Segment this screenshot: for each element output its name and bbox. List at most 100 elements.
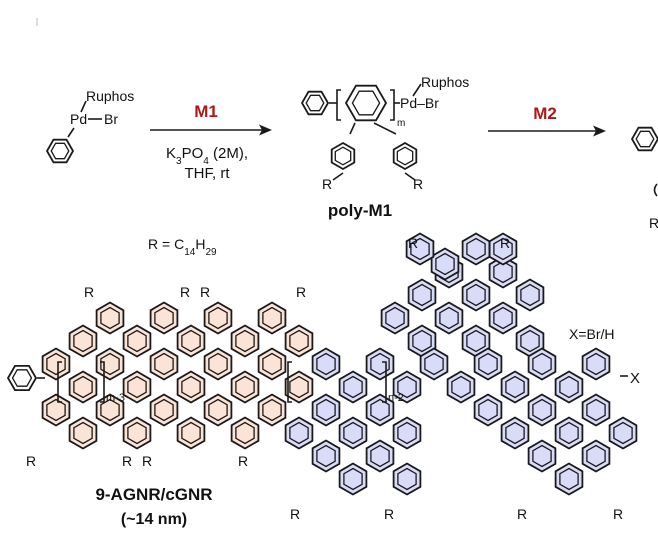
ribbon-hexagon: [230, 324, 260, 358]
ribbon-hexagon: [581, 393, 611, 427]
aromatic-inner-ring: [370, 352, 390, 376]
aromatic-inner-ring: [100, 306, 120, 330]
pd-ligand-bond: [80, 100, 87, 113]
aromatic-inner-ring: [262, 398, 282, 422]
aromatic-inner-ring: [385, 306, 405, 330]
aromatic-inner-ring: [370, 398, 390, 422]
ribbon-hexagon: [203, 301, 233, 335]
aromatic-inner-ring: [424, 352, 444, 376]
phenyl-ring: [630, 126, 658, 152]
ribbon-hexagon: [41, 393, 71, 427]
repeat-subscript-m: m: [397, 118, 405, 129]
reagent-m1: M1: [194, 102, 218, 121]
agnr-bracket-right: [100, 361, 105, 403]
aromatic-inner-ring: [559, 421, 579, 445]
ribbon-hexagon: [122, 370, 152, 404]
ribbon-hexagon: [446, 370, 476, 404]
r-group-label: R: [500, 235, 510, 251]
ribbon-hexagon: [392, 462, 422, 496]
ribbon-hexagon: [515, 278, 545, 312]
ribbon-hexagon: [488, 232, 518, 266]
cropped-next-structure: R: [630, 126, 658, 231]
repeat-bracket-left: [336, 89, 341, 121]
aromatic-inner-ring: [435, 252, 455, 276]
aromatic-inner-ring: [478, 398, 498, 422]
r-group-label: R: [517, 506, 527, 522]
aromatic-inner-ring: [466, 283, 486, 307]
conditions-line-1: K3PO4 (2M),: [166, 145, 248, 167]
ribbon-hexagon: [473, 393, 503, 427]
aryl-ring-left: [330, 141, 356, 171]
ribbon-hexagon: [338, 462, 368, 496]
ribbon-hexagon: [581, 439, 611, 473]
ribbon-hexagon: [554, 416, 584, 450]
starting-pd-complex: Ruphos Pd Br: [45, 88, 134, 164]
phenyl-ring: [630, 126, 658, 152]
aromatic-inner-ring: [466, 329, 486, 353]
aromatic-inner-ring: [397, 375, 417, 399]
pd-br-label: Pd–Br: [400, 95, 439, 111]
r-group-label: R: [413, 176, 423, 192]
ribbon-hexagon: [176, 416, 206, 450]
repeat-bracket-right: [390, 89, 395, 121]
aromatic-inner-ring: [397, 421, 417, 445]
aromatic-inner-ring: [46, 352, 66, 376]
aromatic-inner-ring: [316, 398, 336, 422]
aromatic-inner-ring: [493, 260, 513, 284]
ribbon-hexagon: [554, 370, 584, 404]
pd-label: Pd: [70, 111, 87, 127]
ribbon-hexagon: [284, 370, 314, 404]
reagent-m2: M2: [533, 104, 557, 123]
r-group-label: R: [122, 453, 132, 469]
aromatic-inner-ring: [11, 369, 33, 387]
terminal-phenyl-ring: [6, 364, 38, 392]
aromatic-inner-ring: [505, 375, 525, 399]
aromatic-inner-ring: [343, 375, 363, 399]
ribbon-hexagon: [527, 347, 557, 381]
r-group-label: R: [180, 284, 190, 300]
repeat-unit-ring: [344, 84, 388, 122]
ribbon-hexagon: [257, 301, 287, 335]
phenyl-ring: [300, 90, 330, 116]
aromatic-inner-ring: [520, 329, 540, 353]
aromatic-inner-ring: [208, 306, 228, 330]
ribbon-hexagon: [407, 278, 437, 312]
agnr-subscript: m-3: [106, 392, 125, 404]
ribbon-hexagon: [338, 370, 368, 404]
aromatic-inner-ring: [586, 398, 606, 422]
ribbon-hexagon: [203, 393, 233, 427]
ribbon-hexagon: [122, 324, 152, 358]
aromatic-inner-ring: [46, 398, 66, 422]
ribbon-hexagon: [473, 347, 503, 381]
aromatic-inner-ring: [412, 283, 432, 307]
reaction-arrow-2: [488, 125, 606, 137]
ribbon-hexagon: [608, 416, 638, 450]
ribbon-hexagon: [68, 370, 98, 404]
ribbon-hexagon: [419, 347, 449, 381]
ribbon-hexagon: [405, 232, 435, 266]
cgnr-bracket-right: [382, 361, 387, 403]
aromatic-inner-ring: [208, 352, 228, 376]
phenyl-ring: [45, 138, 75, 164]
aromatic-inner-ring: [262, 306, 282, 330]
ribbon-hexagon: [68, 416, 98, 450]
aromatic-inner-ring: [235, 421, 255, 445]
ribbon-hexagon: [257, 347, 287, 381]
aromatic-inner-ring: [127, 329, 147, 353]
ribbon-hexagon: [434, 301, 464, 335]
aromatic-inner-ring: [559, 375, 579, 399]
ribbon-hexagon: [149, 347, 179, 381]
aromatic-inner-ring: [520, 283, 540, 307]
aromatic-inner-ring: [181, 421, 201, 445]
reaction-arrow-1: [150, 124, 272, 136]
ribbon-hexagon: [284, 416, 314, 450]
aromatic-inner-ring: [334, 146, 352, 166]
product-length: (~14 nm): [121, 511, 187, 528]
aromatic-inner-ring: [154, 306, 174, 330]
ribbon-hexagon: [230, 370, 260, 404]
aromatic-inner-ring: [73, 421, 93, 445]
aromatic-inner-ring: [559, 467, 579, 491]
ribbon-hexagon: [176, 324, 206, 358]
poly-m1-structure: m Pd–Br Ruphos R R: [300, 74, 469, 192]
